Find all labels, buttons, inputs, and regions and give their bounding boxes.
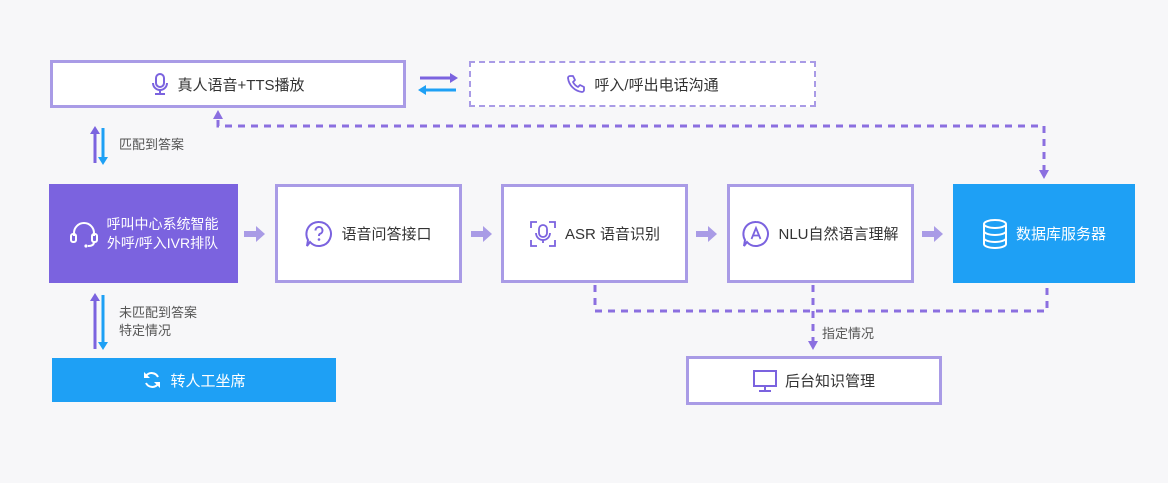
- match-answer-note: 匹配到答案: [119, 137, 185, 152]
- match-answer-arrows: [90, 126, 108, 165]
- backend-km-box: 后台知识管理: [686, 356, 942, 405]
- qa-interface-box: 语音问答接口: [275, 184, 462, 283]
- call-center-label: 呼叫中心系统智能外呼/呼入IVR排队: [107, 215, 219, 253]
- transfer-human-label: 转人工坐席: [170, 372, 246, 390]
- no-match-arrows: [90, 293, 108, 350]
- specified-case-note: 指定情况: [822, 326, 875, 341]
- flow-arrows: [244, 226, 943, 242]
- call-in-out-box: 呼入/呼出电话沟通: [469, 61, 816, 107]
- refresh-icon: [142, 370, 162, 390]
- language-bubble-icon: [742, 220, 770, 248]
- monitor-icon: [752, 369, 777, 392]
- db-server-box: 数据库服务器: [953, 184, 1135, 283]
- call-in-out-label: 呼入/呼出电话沟通: [594, 76, 719, 94]
- backend-km-label: 后台知识管理: [784, 373, 875, 390]
- headset-icon: [69, 219, 99, 249]
- transfer-human-box: 转人工坐席: [52, 358, 336, 402]
- nlu-box: NLU自然语言理解: [727, 184, 914, 283]
- bottom-dashed-bus: [593, 285, 1049, 350]
- asr-label: ASR 语音识别: [564, 226, 660, 243]
- call-center-line2: 外呼/呼入IVR排队: [106, 234, 219, 251]
- call-center-line1: 呼叫中心系统智能: [106, 215, 219, 232]
- no-match-line1: 未匹配到答案: [119, 305, 198, 320]
- question-bubble-icon: [305, 220, 333, 248]
- microphone-icon: [151, 73, 169, 95]
- asr-box: ASR 语音识别: [501, 184, 688, 283]
- db-to-tts-dashed: [213, 110, 1049, 179]
- database-icon: [982, 218, 1008, 249]
- no-match-line2: 特定情况: [119, 323, 172, 338]
- voice-recognition-icon: [529, 220, 557, 248]
- db-server-label: 数据库服务器: [1015, 226, 1106, 243]
- call-center-box: 呼叫中心系统智能外呼/呼入IVR排队: [49, 184, 238, 283]
- no-match-note: 未匹配到答案特定情况: [119, 304, 197, 340]
- tts-playback-label: 真人语音+TTS播放: [177, 76, 305, 94]
- phone-icon: [566, 74, 586, 94]
- exchange-arrows: [418, 73, 458, 95]
- tts-playback-box: 真人语音+TTS播放: [50, 60, 406, 108]
- nlu-label: NLU自然语言理解: [778, 226, 899, 243]
- qa-interface-label: 语音问答接口: [341, 226, 432, 243]
